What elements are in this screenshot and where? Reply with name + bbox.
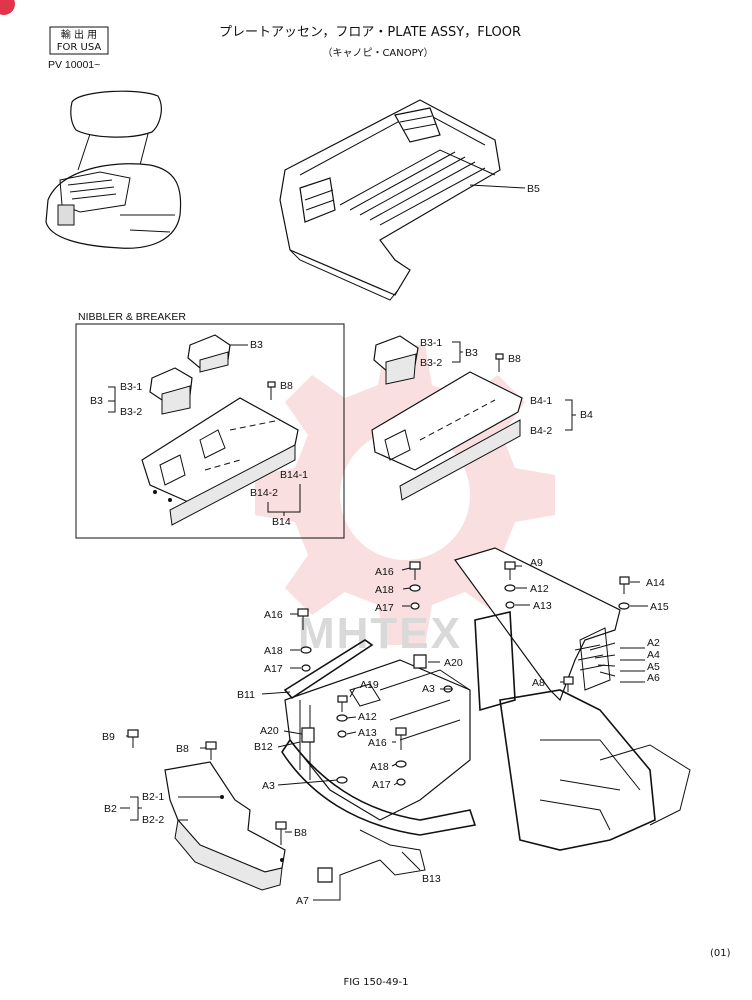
label-b8-mid: B8 (176, 743, 189, 755)
plate-b2 (164, 761, 286, 891)
label-b2: B2 (104, 803, 117, 815)
machine-thumbnail (45, 90, 182, 249)
floor-plate-b5: B5 (279, 99, 540, 301)
label-b4-2: B4-2 (530, 425, 552, 437)
label-b3-1: B3-1 (420, 337, 442, 349)
label-a19: A19 (360, 679, 379, 691)
label-a3-b: A3 (262, 780, 275, 792)
label-a18-c: A18 (370, 761, 389, 773)
figure-number: FIG 150-49-1 (343, 977, 408, 988)
inset-label-b8: B8 (280, 380, 293, 392)
label-b11: B11 (237, 689, 255, 701)
corner-tab-mark (0, 0, 15, 15)
label-a3-a: A3 (422, 683, 435, 695)
floor-plate-b4: B3-1 B3-2 B3 B8 B4-1 B4-2 B4 (371, 335, 593, 501)
label-a6: A6 (647, 672, 660, 684)
label-b4-1: B4-1 (530, 395, 552, 407)
inset-label-b3-1: B3-1 (120, 381, 142, 393)
label-a18-a: A18 (375, 584, 394, 596)
label-a17-a: A17 (375, 602, 394, 614)
label-a16-b: A16 (264, 609, 283, 621)
label-a8: A8 (532, 677, 545, 689)
label-a7: A7 (296, 895, 309, 907)
label-b12: B12 (254, 741, 273, 753)
serial-range: PV 10001~ (48, 59, 100, 71)
label-b8-low: B8 (294, 827, 307, 839)
part-labels: A16 A9 A18 A12 A17 A13 A14 A15 A16 A18 A… (102, 557, 669, 907)
revision-mark: (01) (710, 948, 731, 959)
label-b2-2: B2-2 (142, 814, 164, 826)
nibbler-breaker-inset: NIBBLER & BREAKER B3 B3-1 B3-2 B3 B8 B14… (75, 311, 345, 539)
leader-lines (126, 565, 648, 901)
label-a18-b: A18 (264, 645, 283, 657)
label-b4: B4 (580, 409, 593, 421)
label-a17-c: A17 (372, 779, 391, 791)
label-a20-b: A20 (260, 725, 279, 737)
inset-label-b3-group: B3 (90, 395, 103, 407)
fasteners (127, 561, 630, 883)
inset-label-b14-1: B14-1 (280, 469, 308, 481)
inset-label-b3-2: B3-2 (120, 406, 142, 418)
label-b5: B5 (527, 183, 540, 195)
label-b3-2: B3-2 (420, 357, 442, 369)
label-a16-c: A16 (368, 737, 387, 749)
inset-label-b14-2: B14-2 (250, 487, 278, 499)
label-b9: B9 (102, 731, 115, 743)
inset-label-b14: B14 (272, 516, 291, 528)
label-a13-b: A13 (358, 727, 377, 739)
diagram-title: プレートアッセン，フロア・PLATE ASSY，FLOOR (219, 25, 521, 40)
label-a2: A2 (647, 637, 660, 649)
label-a12-b: A12 (358, 711, 377, 723)
label-b8-top: B8 (508, 353, 521, 365)
export-stamp-en: FOR USA (57, 42, 102, 53)
inset-label-b3-top: B3 (250, 339, 263, 351)
label-a13-a: A13 (533, 600, 552, 612)
label-a5: A5 (647, 661, 660, 673)
watermark-text: MHTEX (298, 609, 462, 658)
diagram-subtitle: （キャノピ・CANOPY） (322, 47, 433, 59)
label-a15: A15 (650, 601, 669, 613)
export-stamp-jp: 輸 出 用 (61, 28, 97, 41)
main-frame-assembly (281, 547, 691, 876)
label-a16-a: A16 (375, 566, 394, 578)
label-a12-a: A12 (530, 583, 549, 595)
label-b13: B13 (422, 873, 441, 885)
label-a20-a: A20 (444, 657, 463, 669)
label-b2-1: B2-1 (142, 791, 164, 803)
export-stamp-box (49, 26, 109, 55)
label-b3: B3 (465, 347, 478, 359)
label-a17-b: A17 (264, 663, 283, 675)
label-a4: A4 (647, 649, 660, 661)
inset-title: NIBBLER & BREAKER (78, 311, 186, 323)
label-a9: A9 (530, 557, 543, 569)
label-a14: A14 (646, 577, 665, 589)
